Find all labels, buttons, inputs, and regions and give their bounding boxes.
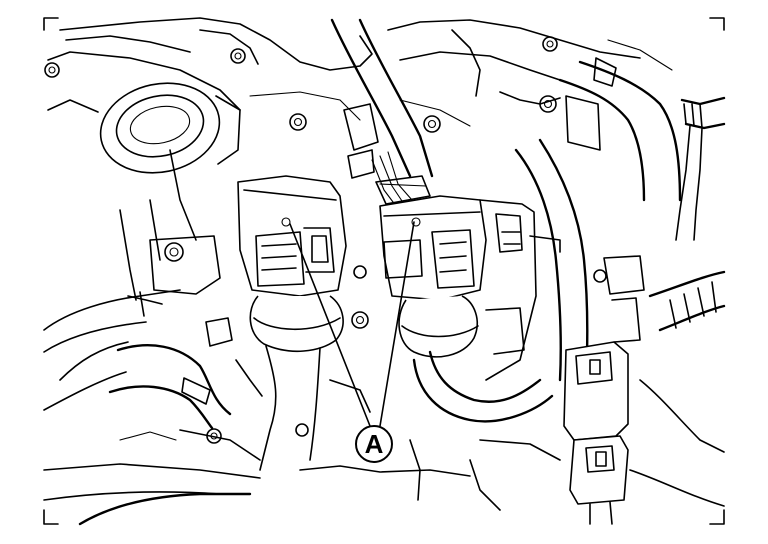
callout-a-label: A (365, 429, 384, 459)
right-upper-hoses (558, 39, 726, 241)
callout-a: A (355, 425, 393, 463)
right-connector (563, 255, 645, 525)
right-bracket (479, 138, 589, 382)
callout-a-circle (355, 425, 393, 463)
left-coil (237, 175, 347, 471)
centre-harness (330, 18, 434, 207)
leader-line-left (289, 223, 371, 427)
right-coil (379, 195, 554, 423)
leader-lines (289, 221, 415, 427)
upper-manifold (47, 17, 641, 127)
right-edge-pipe (629, 270, 726, 507)
lower-area (43, 359, 561, 526)
leader-line-right (379, 221, 415, 427)
throttle-body (47, 82, 241, 174)
frame-corners (43, 17, 725, 525)
left-pipes (43, 149, 233, 430)
